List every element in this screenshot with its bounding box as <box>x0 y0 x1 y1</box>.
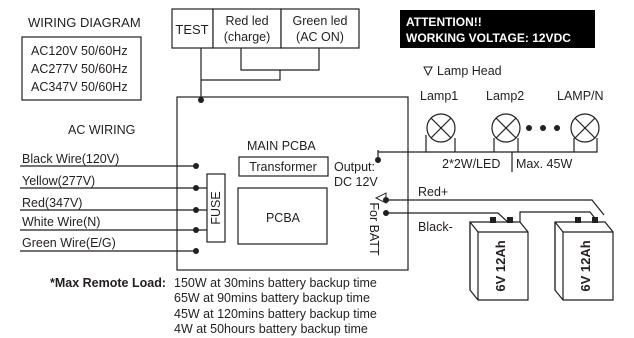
battery-1-label: 6V 12Ah <box>493 240 508 291</box>
led-wire <box>240 48 320 71</box>
voltage-277: AC277V 50/60Hz <box>31 62 128 76</box>
attention-box <box>400 10 595 48</box>
lamp1-icon <box>426 113 456 143</box>
ac-terminal <box>193 248 199 254</box>
test-wire-node <box>198 97 204 103</box>
pcba-label: PCBA <box>266 211 301 225</box>
lamp-drop-wires <box>454 138 575 152</box>
output-voltage: DC 12V <box>334 175 378 189</box>
lamp2-icon <box>491 113 521 143</box>
per-led-label: 2*2W/LED <box>442 157 500 171</box>
ellipsis-dot-icon <box>554 125 560 131</box>
ac-wire-lines <box>20 165 196 252</box>
led-common-wire <box>201 70 281 81</box>
red-led-sublabel: (charge) <box>224 30 271 44</box>
battery-black-label: Black- <box>418 220 453 234</box>
remote-load-line: 150W at 30mins battery backup time <box>174 276 377 290</box>
fuse-feed-wires <box>196 187 207 231</box>
remote-load-line: 45W at 120mins battery backup time <box>174 307 377 321</box>
main-pcba-label: MAIN PCBA <box>247 139 316 153</box>
green-led-label: Green led <box>293 14 348 28</box>
wire-yellow-label: Yellow(277V) <box>22 174 95 188</box>
remote-load-line: 65W at 90mins battery backup time <box>174 291 370 305</box>
attention-voltage: WORKING VOLTAGE: 12VDC <box>406 31 571 45</box>
test-button-box <box>171 8 214 49</box>
red-led-box <box>212 8 282 49</box>
lamp-head-triangle-icon <box>423 66 433 77</box>
lamp-feed-wire <box>377 135 427 160</box>
battery-red-label: Red+ <box>418 185 448 199</box>
wire-black-label: Black Wire(120V) <box>22 152 119 166</box>
wiring-diagram-title: WIRING DIAGRAM <box>28 15 141 30</box>
remote-load-line: 4W at 50hours battery backup time <box>174 322 368 336</box>
output-terminal <box>375 157 381 163</box>
voltage-347: AC347V 50/60Hz <box>31 80 128 94</box>
green-led-box <box>280 8 360 49</box>
lampn-icon <box>570 113 600 143</box>
lamp-head-label: Lamp Head <box>437 64 502 78</box>
battery-2: 6V 12Ah <box>554 217 614 301</box>
fuse-box <box>206 173 226 243</box>
ac-terminal <box>193 163 199 169</box>
wire-white-label: White Wire(N) <box>22 215 100 229</box>
battery-red-wire <box>386 199 605 216</box>
fuse-label: FUSE <box>209 191 223 224</box>
main-pcba-board <box>176 96 409 271</box>
for-batt-label: For BATT <box>367 202 381 256</box>
wire-green-label: Green Wire(E/G) <box>22 236 116 250</box>
remote-load-label: *Max Remote Load: <box>50 276 166 290</box>
lamp-bus-wire <box>426 138 598 153</box>
test-label: TEST <box>175 22 208 37</box>
red-led-label: Red led <box>225 14 268 28</box>
battery-2-label: 6V 12Ah <box>578 240 593 291</box>
pcba-box <box>237 187 328 245</box>
wire-red-label: Red(347V) <box>22 196 82 210</box>
transformer-box <box>238 156 329 177</box>
output-label: Output: <box>334 160 375 174</box>
max-watt-label: Max. 45W <box>516 157 572 171</box>
ellipsis-dot-icon <box>526 125 532 131</box>
ellipsis-dot-icon <box>540 125 546 131</box>
voltage-120: AC120V 50/60Hz <box>31 44 128 58</box>
ac-wiring-title: AC WIRING <box>68 123 135 137</box>
attention-title: ATTENTION!! <box>406 15 482 29</box>
voltage-box <box>21 36 142 101</box>
green-led-sublabel: (AC ON) <box>296 30 344 44</box>
lampn-label: LAMP/N <box>557 89 604 103</box>
lamp1-label: Lamp1 <box>420 89 458 103</box>
transformer-label: Transformer <box>249 160 317 174</box>
battery-1: 6V 12Ah <box>469 217 529 301</box>
battery-black-wire <box>386 212 511 225</box>
lamp2-label: Lamp2 <box>486 89 524 103</box>
